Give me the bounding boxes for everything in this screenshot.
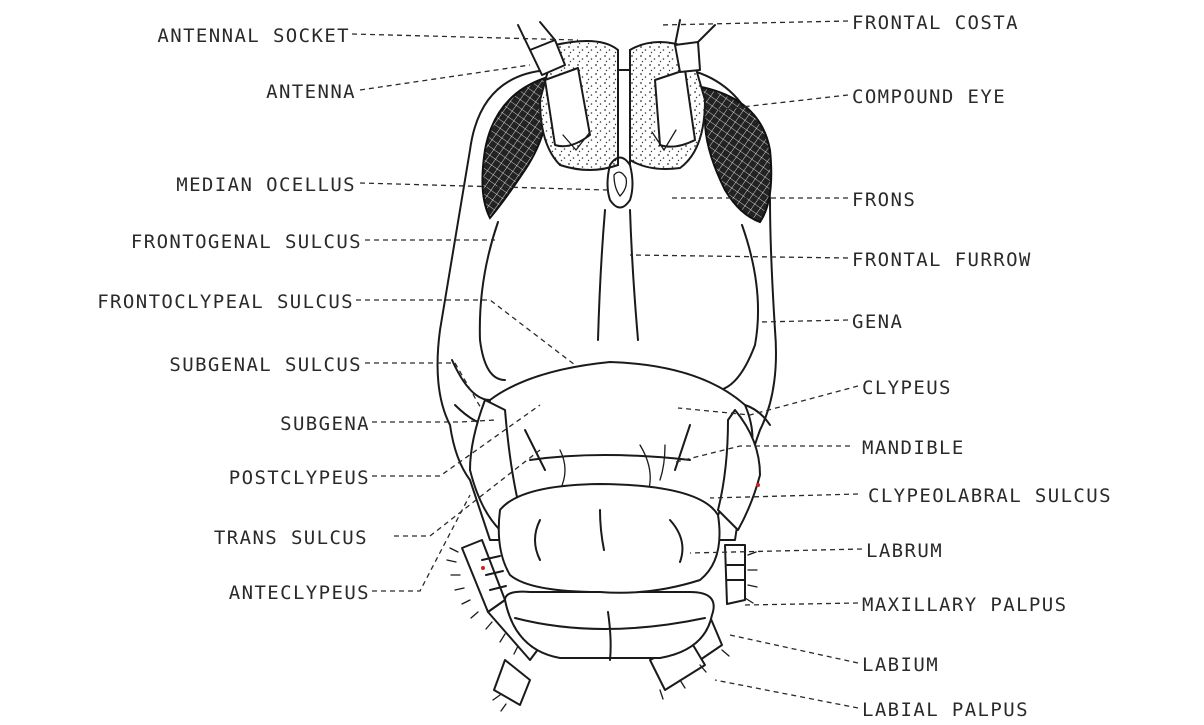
label-postclypeus: POSTCLYPEUS (229, 467, 370, 489)
label-labial-palpus: LABIAL PALPUS (862, 699, 1029, 721)
labels-left: ANTENNAL SOCKET ANTENNA MEDIAN OCELLUS F… (97, 25, 370, 604)
label-trans-sulcus: TRANS SULCUS (214, 527, 368, 549)
label-labium: LABIUM (862, 654, 939, 676)
label-subgenal-sulcus: SUBGENAL SULCUS (169, 354, 362, 376)
label-frontal-furrow: FRONTAL FURROW (852, 249, 1032, 271)
head-drawing (438, 20, 776, 711)
label-frons: FRONS (852, 189, 916, 211)
labels-right: FRONTAL COSTA COMPOUND EYE FRONS FRONTAL… (852, 12, 1112, 721)
label-anteclypeus: ANTECLYPEUS (229, 582, 370, 604)
label-clypeus: CLYPEUS (862, 377, 952, 399)
label-median-ocellus: MEDIAN OCELLUS (176, 174, 356, 196)
label-antenna: ANTENNA (266, 81, 356, 103)
label-mandible: MANDIBLE (862, 437, 965, 459)
label-frontal-costa: FRONTAL COSTA (852, 12, 1019, 34)
labrum (499, 484, 720, 593)
label-frontoclypeal-sulcus: FRONTOCLYPEAL SULCUS (97, 291, 354, 313)
label-maxillary-palpus: MAXILLARY PALPUS (862, 594, 1067, 616)
label-frontogenal-sulcus: FRONTOGENAL SULCUS (131, 231, 362, 253)
label-gena: GENA (852, 311, 903, 333)
label-labrum: LABRUM (866, 540, 943, 562)
label-antennal-socket: ANTENNAL SOCKET (157, 25, 350, 47)
label-subgena: SUBGENA (280, 413, 370, 435)
label-clypeolabral-sulcus: CLYPEOLABRAL SULCUS (868, 485, 1112, 507)
label-compound-eye: COMPOUND EYE (852, 86, 1006, 108)
